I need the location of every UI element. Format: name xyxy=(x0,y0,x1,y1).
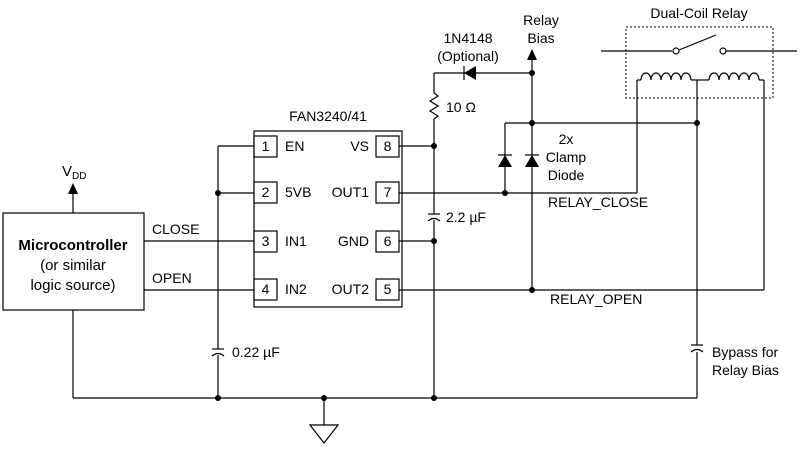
ground-bus xyxy=(72,310,697,425)
diode-optional-label: (Optional) xyxy=(437,48,498,64)
dual-coil-relay-title: Dual-Coil Relay xyxy=(650,5,747,21)
relay-bias-rail xyxy=(527,49,537,290)
bypass-label-line2: Relay Bias xyxy=(712,362,779,378)
capacitor-0.22uf xyxy=(211,348,225,357)
clamp-diode-label-line2: Clamp xyxy=(546,149,587,165)
junction-dot xyxy=(431,143,437,149)
vdd-label: VDD xyxy=(62,163,86,182)
ic-pin-7: 7 OUT1 xyxy=(332,181,400,204)
capacitor-0.22uf-label: 0.22 µF xyxy=(232,344,280,360)
relay-bias-label-line2: Bias xyxy=(527,30,554,46)
pin-number: 5 xyxy=(384,281,392,297)
relay-close-net-label: RELAY_CLOSE xyxy=(548,194,648,210)
microcontroller-block xyxy=(2,212,145,311)
ic-pin-1: 1 EN xyxy=(253,135,304,158)
ic-body xyxy=(253,130,403,308)
relay-open-wire xyxy=(399,80,765,291)
bypass-capacitor xyxy=(690,344,704,353)
relay-bias-label-line1: Relay xyxy=(523,12,559,28)
pin-number: 7 xyxy=(384,184,392,200)
pin-number: 1 xyxy=(262,138,270,154)
dual-coil-relay-outline xyxy=(625,26,774,99)
open-signal-label: OPEN xyxy=(152,270,192,286)
vdd-supply: VDD xyxy=(62,163,86,213)
clamp-diodes xyxy=(399,122,697,194)
microcontroller-title: Microcontroller xyxy=(18,237,127,254)
ic-pin-4: 4 IN2 xyxy=(253,278,307,301)
pin-number: 2 xyxy=(262,184,270,200)
junction-dot xyxy=(431,238,437,244)
pin-number: 8 xyxy=(384,138,392,154)
relay-coil-open-icon xyxy=(708,72,764,81)
ic-pin-8: 8 VS xyxy=(350,135,400,158)
pin-label: 5VB xyxy=(285,184,311,200)
pin-number: 6 xyxy=(384,233,392,249)
pin-label: OUT1 xyxy=(332,184,370,200)
relay-open-net-label: RELAY_OPEN xyxy=(550,291,642,307)
pin-label: OUT2 xyxy=(332,281,370,297)
diode-1n4148-label: 1N4148 xyxy=(443,30,492,46)
junction-dot xyxy=(529,70,535,76)
ic-pin-3: 3 IN1 xyxy=(253,230,307,253)
left-rail-wiring xyxy=(217,145,254,398)
capacitor-2.2uf-label: 2.2 µF xyxy=(446,209,486,225)
relay-switch-icon xyxy=(601,34,797,55)
relay-common-wire xyxy=(691,79,709,398)
clamp-diode-label-line1: 2x xyxy=(559,131,574,147)
vs-rail-wiring xyxy=(399,122,435,398)
diode-1n4148 xyxy=(433,66,532,86)
pin-number: 3 xyxy=(262,233,270,249)
ic-part-number: FAN3240/41 xyxy=(289,108,367,124)
microcontroller-subtitle-line2: logic source) xyxy=(30,277,115,294)
junction-dot xyxy=(529,287,535,293)
resistor-label: 10 Ω xyxy=(446,99,476,115)
pin-label: VS xyxy=(350,138,369,154)
ground-symbol-icon xyxy=(308,424,340,444)
ic-pin-6: 6 GND xyxy=(338,230,400,253)
resistor-icon xyxy=(428,86,440,122)
pin-label: EN xyxy=(285,138,304,154)
relay-coil-close-icon xyxy=(637,72,692,81)
close-signal-label: CLOSE xyxy=(152,221,199,237)
pin-label: IN2 xyxy=(285,281,307,297)
bypass-label-line1: Bypass for xyxy=(712,344,778,360)
pin-number: 4 xyxy=(262,281,270,297)
ic-pin-5: 5 OUT2 xyxy=(332,278,400,301)
pin-label: IN1 xyxy=(285,233,307,249)
junction-dot xyxy=(321,395,327,401)
junction-dot xyxy=(529,120,535,126)
capacitor-2.2uf xyxy=(427,213,441,222)
clamp-diode-label-line3: Diode xyxy=(548,167,585,183)
microcontroller-subtitle-line1: (or similar xyxy=(40,257,106,274)
junction-dot xyxy=(502,190,508,196)
pin-label: GND xyxy=(338,233,369,249)
junction-dot xyxy=(215,190,221,196)
junction-dot xyxy=(215,395,221,401)
